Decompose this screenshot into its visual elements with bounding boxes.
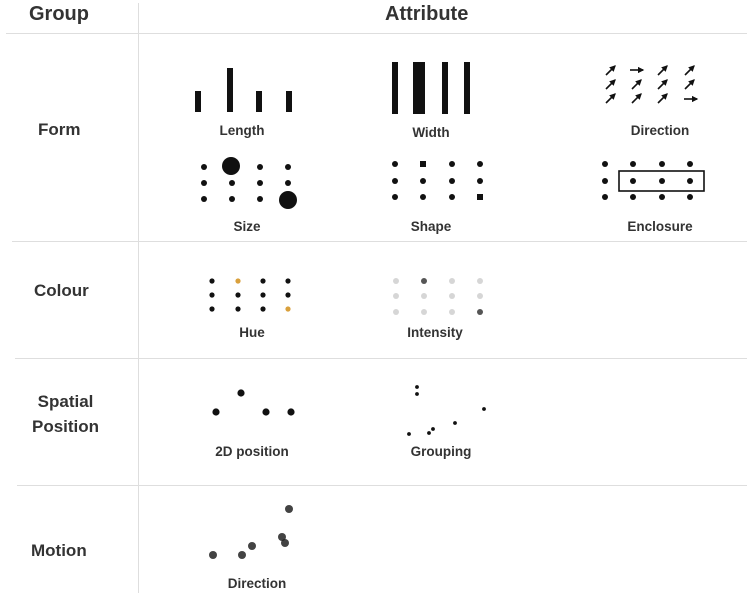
size-glyph — [201, 157, 297, 209]
label-shape: Shape — [410, 219, 452, 234]
hue-glyph — [209, 278, 291, 312]
shape-glyph — [392, 161, 483, 200]
label-motion-direction: Direction — [227, 576, 287, 591]
group-column-header: Group — [29, 3, 89, 25]
length-glyph — [195, 68, 292, 112]
enclosure-glyph — [602, 161, 705, 200]
motion-direction-glyph — [209, 505, 293, 559]
row-divider-spatial — [17, 485, 747, 486]
label-enclosure: Enclosure — [627, 219, 693, 234]
width-glyph — [392, 62, 470, 114]
label-grouping: Grouping — [410, 444, 472, 459]
group-spatial-line2: Position — [32, 417, 100, 436]
position-2d-glyph — [212, 389, 295, 416]
grouping-glyph — [407, 385, 486, 436]
group-colour: Colour — [34, 281, 89, 300]
row-divider-colour — [15, 358, 747, 359]
row-divider-form — [12, 241, 747, 242]
label-direction: Direction — [630, 123, 690, 138]
label-hue: Hue — [239, 325, 265, 340]
label-length: Length — [219, 123, 265, 138]
group-form: Form — [38, 120, 81, 139]
group-motion: Motion — [31, 541, 87, 560]
column-divider — [138, 3, 139, 593]
header-divider — [6, 33, 747, 34]
label-intensity: Intensity — [407, 325, 463, 340]
group-spatial-line1: Spatial — [37, 392, 94, 411]
intensity-glyph — [393, 278, 483, 315]
label-size: Size — [233, 219, 261, 234]
attribute-column-header: Attribute — [385, 3, 469, 25]
label-2d-position: 2D position — [215, 444, 289, 459]
label-width: Width — [412, 125, 450, 140]
group-spatial-position: Spatial Position — [32, 389, 99, 439]
direction-glyph — [605, 65, 699, 104]
